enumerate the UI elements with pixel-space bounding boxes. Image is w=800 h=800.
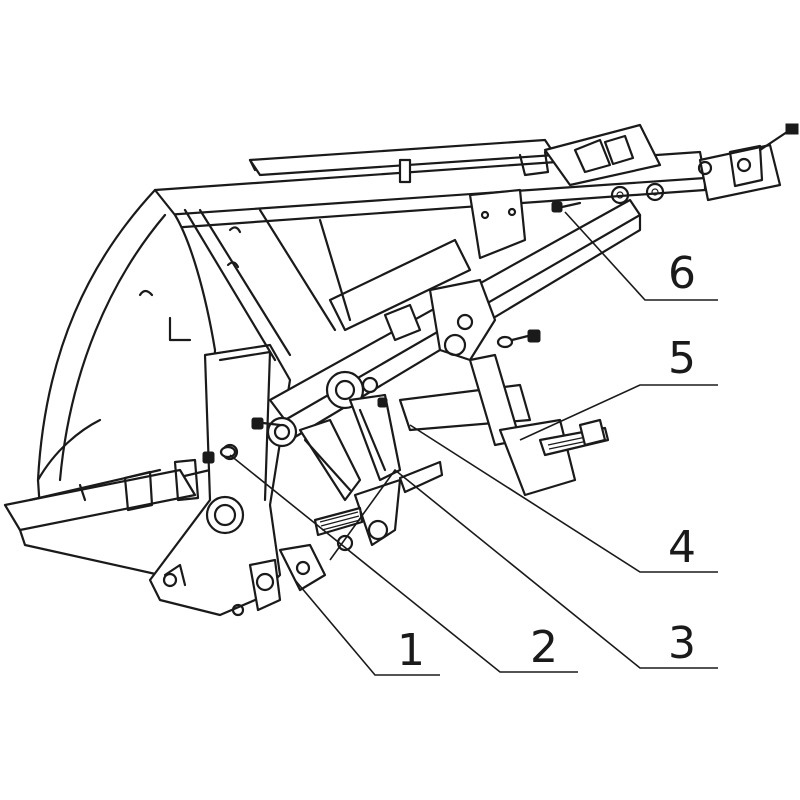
leader-line-2	[229, 454, 578, 673]
side-plate	[148, 343, 327, 617]
callout-2: 2	[530, 622, 558, 673]
leader-line-6	[564, 211, 718, 301]
fasteners	[202, 201, 582, 464]
leader-line-3	[329, 468, 718, 669]
upper-bracket-plate	[468, 188, 527, 260]
bolt-and-washer-1	[202, 445, 237, 464]
bolt-6	[551, 201, 582, 213]
rear-fender	[36, 188, 242, 512]
right-footrest	[398, 353, 610, 497]
leader-line-4	[409, 424, 718, 573]
callout-5: 5	[668, 333, 696, 384]
drop-brackets	[298, 393, 402, 502]
callout-6: 6	[668, 248, 696, 299]
callout-labels: 6 5 4 3 2 1	[397, 248, 696, 676]
bolt-3	[377, 397, 388, 408]
callout-3: 3	[668, 618, 696, 669]
mid-mount-bracket	[383, 278, 497, 362]
bolt-and-washer-5	[496, 329, 541, 349]
rear-tail-section	[543, 123, 799, 205]
callout-4: 4	[668, 522, 696, 573]
leader-lines	[229, 211, 718, 676]
bolt-2	[251, 417, 282, 430]
callout-1: 1	[397, 625, 425, 676]
leader-line-5	[519, 384, 718, 441]
leader-line-1	[294, 579, 440, 676]
left-footrest	[313, 460, 444, 552]
